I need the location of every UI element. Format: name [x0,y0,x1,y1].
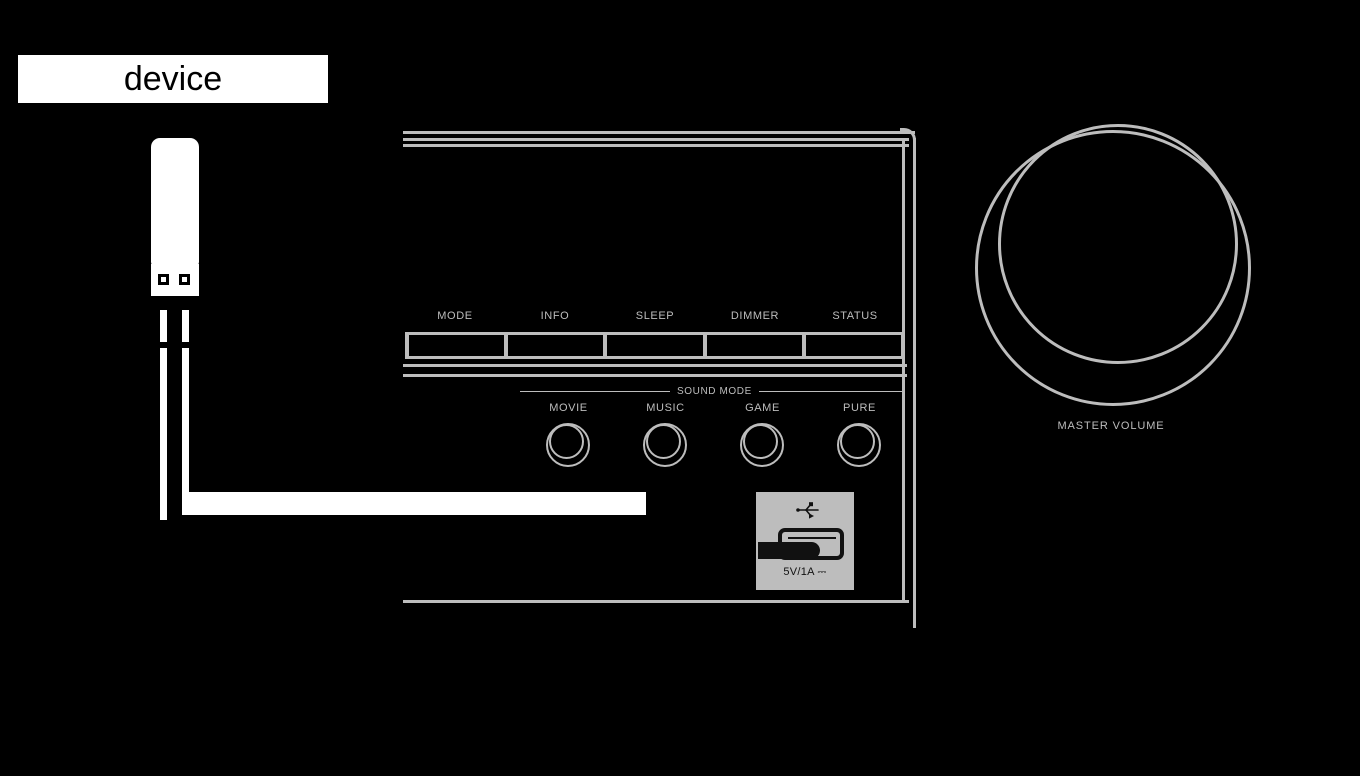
knob-music[interactable] [642,422,690,470]
knob-pure-inner-ring [839,424,875,459]
usb-port-plate[interactable]: 5V/1A ⎓ [756,492,854,590]
usb-socket-slot [788,537,836,544]
button-strip-labels: MODE INFO SLEEP DIMMER STATUS [405,310,905,328]
cable-segment-right-upper [182,310,189,342]
strip-label-sleep: SLEEP [635,310,675,322]
strip-underline-2 [403,374,907,377]
panel-bottom-edge-line [403,600,909,603]
knob-music-inner-ring [645,424,681,459]
master-volume-knob[interactable]: MASTER VOLUME [966,122,1256,442]
button-dimmer[interactable] [706,335,802,356]
sound-mode-button-movie[interactable]: MOVIE [520,402,617,492]
panel-top-edge-line-2 [403,138,909,141]
knob-game-inner-ring [742,424,778,459]
cable-segment-right-lower [182,348,189,515]
divider-rule-left [520,390,670,392]
cable-segment-left-lower [160,348,167,520]
strip-label-status: STATUS [832,310,878,322]
sound-mode-label-game: GAME [745,402,780,414]
sound-mode-button-pure[interactable]: PURE [811,402,908,492]
button-strip [405,332,905,359]
cable-segment-horizontal [182,492,646,515]
sound-mode-label-pure: PURE [843,402,876,414]
knob-pure[interactable] [836,422,884,470]
usb-trident-icon [794,500,822,520]
usb-socket[interactable] [758,528,844,560]
device-callout-label: device [18,55,328,103]
master-volume-label: MASTER VOLUME [1057,420,1165,432]
button-sleep[interactable] [607,335,703,356]
panel-right-edge-outer [913,138,916,628]
sound-mode-button-music[interactable]: MUSIC [617,402,714,492]
usb-connector-pin-left [158,274,169,285]
panel-top-right-corner [900,128,916,144]
strip-underline-1 [403,364,907,367]
sound-mode-divider: SOUND MODE [520,384,905,398]
strip-label-mode: MODE [437,310,473,322]
panel-top-edge-line-3 [403,144,909,147]
receiver-front-panel: MODE INFO SLEEP DIMMER STATUS SOUND MODE… [396,120,926,640]
panel-right-edge-inner [902,138,905,603]
sound-mode-button-game[interactable]: GAME [714,402,811,492]
strip-label-info: INFO [540,310,570,322]
usb-plug-inserted [758,542,820,559]
divider-rule-right [758,390,905,392]
cable-segment-left-upper [160,310,167,342]
knob-movie-inner-ring [548,424,584,459]
strip-label-dimmer: DIMMER [730,310,780,322]
usb-connector-pin-right [179,274,190,285]
usb-drive-connector [151,264,199,296]
knob-game[interactable] [739,422,787,470]
button-mode[interactable] [409,335,505,356]
sound-mode-button-group: MOVIE MUSIC GAME [520,402,908,492]
button-status[interactable] [805,335,902,356]
sound-mode-label-music: MUSIC [646,402,685,414]
button-info[interactable] [508,335,604,356]
knob-movie[interactable] [545,422,593,470]
panel-top-edge-line-1 [403,131,915,134]
sound-mode-title: SOUND MODE [677,385,752,397]
master-volume-inner-ring [998,124,1238,364]
usb-drive-body [151,138,199,266]
usb-power-rating-label: 5V/1A ⎓ [783,566,827,578]
usb-cable [158,310,658,525]
usb-flash-drive [130,138,230,298]
sound-mode-label-movie: MOVIE [549,402,588,414]
